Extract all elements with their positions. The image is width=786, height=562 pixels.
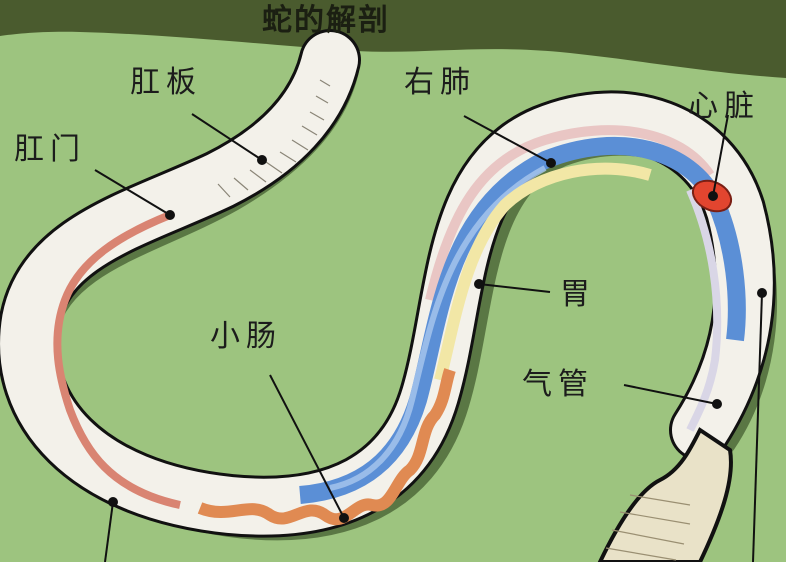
small-intestine <box>197 368 456 526</box>
lung <box>299 136 746 504</box>
header-band <box>0 0 786 78</box>
snake-head <box>597 427 733 562</box>
label-small-intestine: 小肠 <box>210 319 282 354</box>
pointer-lines <box>94 113 767 562</box>
hindgut <box>53 211 181 509</box>
stomach <box>434 162 652 382</box>
label-trachea: 气管 <box>522 367 594 402</box>
label-anus: 肛门 <box>14 132 86 167</box>
trachea <box>686 188 722 432</box>
pink-layer <box>425 125 715 302</box>
head-scales <box>605 494 691 561</box>
lung-highlight <box>329 165 547 491</box>
label-cloacal-plate: 肛板 <box>130 65 202 100</box>
label-right-lung: 右肺 <box>404 65 476 100</box>
label-heart: 心脏 <box>688 89 760 124</box>
diagram-title: 蛇的解剖 <box>262 3 390 38</box>
snake-body-fill <box>0 32 773 535</box>
label-stomach: 胃 <box>560 277 596 312</box>
tail-scales <box>217 79 331 198</box>
